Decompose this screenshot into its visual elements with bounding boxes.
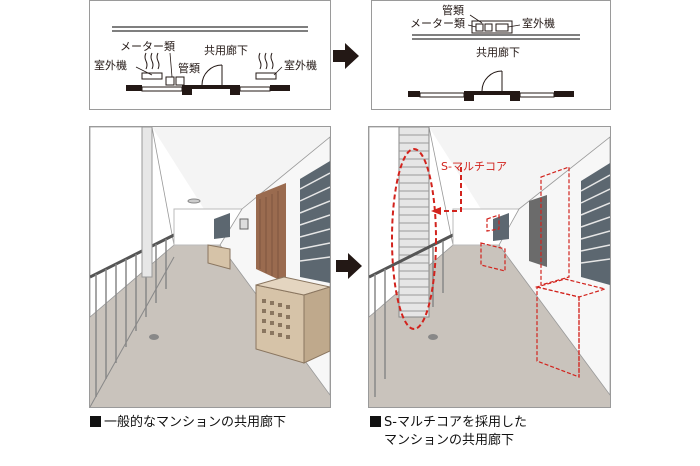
caption-s-multicore: S-マルチコアを採用した マンションの共用廊下 bbox=[370, 414, 527, 450]
arrow-right-icon bbox=[333, 43, 359, 69]
label-meter: メーター類 bbox=[120, 40, 175, 53]
label-outdoor-unit: 室外機 bbox=[522, 17, 555, 30]
label-corridor: 共用廊下 bbox=[476, 46, 520, 59]
plan-panel-conventional: メーター類 室外機 管類 共用廊下 室外機 bbox=[89, 0, 331, 110]
perspective-panel-s-multicore: S-マルチコア bbox=[368, 126, 611, 408]
arrow-right-icon bbox=[336, 253, 362, 279]
plan-drawing-conventional bbox=[112, 26, 308, 95]
plan-drawing-s-multicore bbox=[408, 14, 580, 101]
label-outdoor-unit-right: 室外機 bbox=[284, 59, 317, 72]
black-square-icon bbox=[370, 416, 381, 427]
black-square-icon bbox=[90, 416, 101, 427]
label-corridor: 共用廊下 bbox=[204, 44, 248, 57]
label-pipes: 管類 bbox=[178, 62, 200, 75]
caption-conventional: 一般的なマンションの共用廊下 bbox=[90, 414, 286, 432]
corridor-illustration-conventional bbox=[90, 127, 330, 407]
caption-s-multicore-line1: S-マルチコアを採用した bbox=[384, 415, 527, 430]
caption-conventional-text: 一般的なマンションの共用廊下 bbox=[104, 415, 287, 430]
label-outdoor-unit-left: 室外機 bbox=[94, 59, 127, 72]
plan-panel-s-multicore: 管類 メーター類 室外機 共用廊下 bbox=[371, 0, 611, 110]
label-pipes: 管類 bbox=[442, 4, 464, 17]
label-meter: メーター類 bbox=[410, 17, 465, 30]
perspective-panel-conventional bbox=[89, 126, 331, 408]
corridor-illustration-s-multicore bbox=[369, 127, 610, 407]
caption-s-multicore-line2: マンションの共用廊下 bbox=[384, 433, 515, 448]
callout-s-multicore: S-マルチコア bbox=[441, 160, 507, 173]
